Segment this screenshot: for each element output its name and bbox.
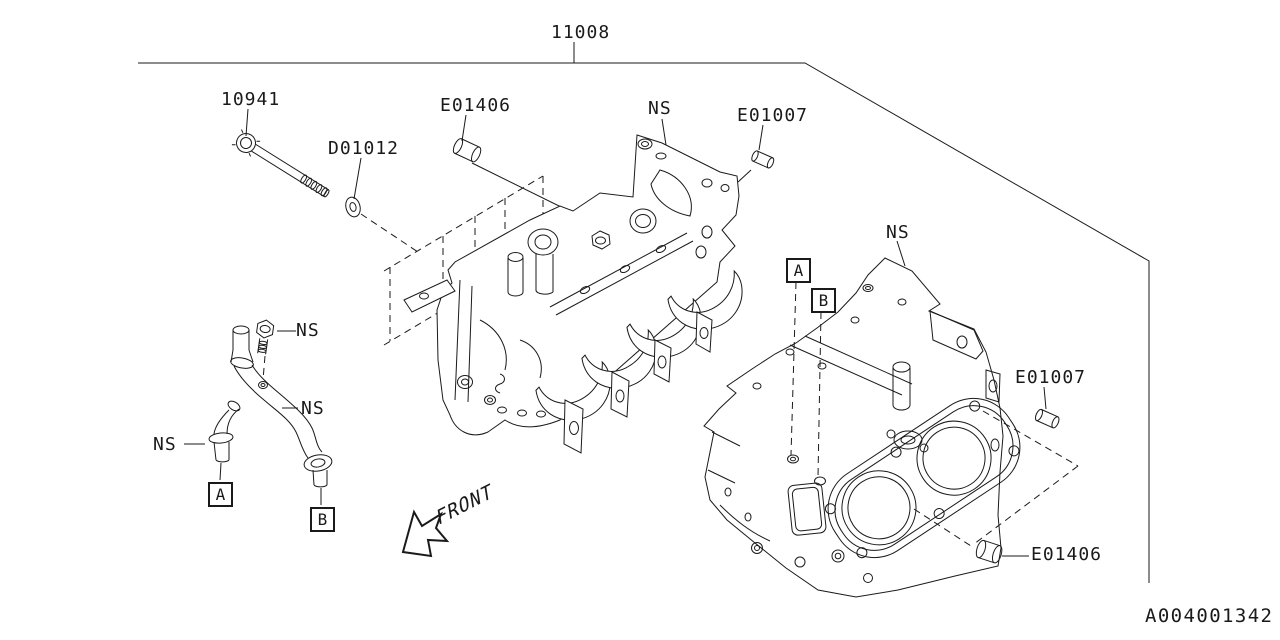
ns-label-hose-a: NS (153, 434, 177, 455)
ns-label-rear-block: NS (886, 222, 910, 243)
group-bracket (138, 42, 1149, 583)
dowel-e01406-top-drawing (451, 137, 482, 163)
front-arrow (403, 512, 447, 556)
drawing-number: A004001342 (1145, 605, 1274, 627)
ns-label-front-block: NS (648, 98, 672, 119)
plug-e01406-bottom-drawing (974, 539, 1003, 564)
ns-label-pipe-bolt: NS (296, 320, 320, 341)
callout-box-a-block: A (786, 258, 811, 283)
part-label-11008[interactable]: 11008 (551, 22, 611, 43)
part-label-e01406-top[interactable]: E01406 (440, 95, 512, 116)
part-label-e01406-bottom[interactable]: E01406 (1031, 544, 1103, 565)
ns-label-pipe-b: NS (301, 398, 325, 419)
part-label-d01012[interactable]: D01012 (328, 138, 400, 159)
part-label-e01007-right[interactable]: E01007 (1015, 367, 1087, 388)
cylinder-block-front-half-drawing (404, 135, 752, 453)
pin-e01007-right-drawing (1034, 408, 1060, 429)
washer-d01012-drawing (344, 196, 363, 219)
callout-box-a-pipe: A (208, 482, 233, 507)
bolt-10941-drawing (232, 129, 333, 202)
assembly-axis-dashed-lines (263, 282, 1078, 546)
callout-box-b-pipe: B (310, 507, 335, 532)
bearing-cap-bosses (564, 312, 712, 453)
pin-e01007-top-drawing (750, 150, 775, 169)
part-label-e01007-top[interactable]: E01007 (737, 105, 809, 126)
cylinder-block-rear-half-drawing (704, 258, 1036, 597)
pipe-assembly-drawing (209, 319, 334, 487)
part-label-10941[interactable]: 10941 (221, 89, 281, 110)
callout-box-b-block: B (811, 288, 836, 313)
leader-lines (184, 109, 1046, 556)
